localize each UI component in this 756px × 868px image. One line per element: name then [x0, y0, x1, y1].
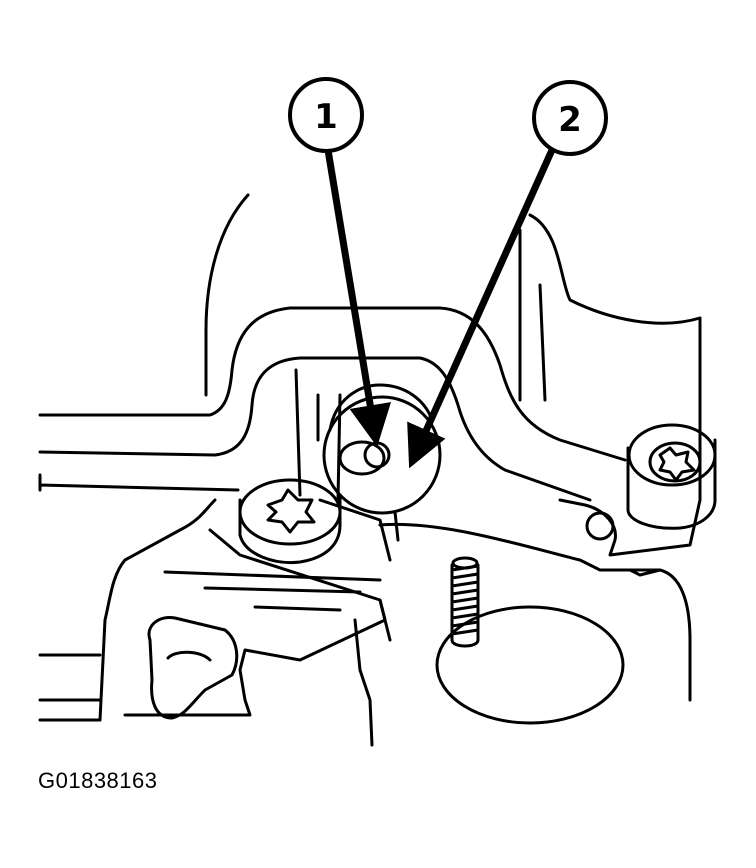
left-bolt-head	[238, 478, 342, 546]
oval-opening	[435, 605, 625, 725]
pocket-outline	[147, 615, 239, 720]
left-bolt-stem-line	[294, 368, 302, 497]
housing-outline-right	[518, 213, 702, 502]
callout-1-label: 1	[314, 97, 338, 137]
callout-2-leader-arrow	[407, 148, 556, 469]
callout-2-label: 2	[558, 100, 582, 140]
right-bolt-torx	[658, 446, 696, 482]
left-bolt-body	[238, 493, 342, 565]
valve-seat	[338, 440, 386, 476]
right-bolt-head	[627, 423, 717, 487]
right-bolt-body	[626, 438, 717, 530]
callout-2-circle	[532, 80, 608, 156]
flange-line	[38, 473, 240, 492]
callout-1-circle	[288, 77, 364, 153]
threaded-stud	[450, 563, 480, 648]
gasket-channel-inner	[38, 356, 592, 502]
left-bolt-torx	[266, 488, 316, 534]
pocket-inner	[166, 650, 212, 662]
gasket-channel-outer	[38, 306, 627, 462]
lower-center-contour	[353, 598, 392, 747]
cover-plate-edge	[38, 653, 102, 702]
stud-top	[451, 556, 479, 570]
housing-outline-left	[204, 193, 250, 397]
valve-side-line	[316, 393, 400, 542]
callout-1-leader-arrow	[324, 149, 392, 447]
bracket-hole	[585, 511, 615, 541]
right-bolt-socket	[648, 441, 702, 483]
cover-plate-ribs	[163, 498, 392, 612]
callout-1: 1	[288, 77, 392, 447]
lower-right-contour	[378, 522, 692, 702]
figure-id-caption: G01838163	[38, 768, 158, 793]
callout-2: 2	[407, 80, 608, 469]
